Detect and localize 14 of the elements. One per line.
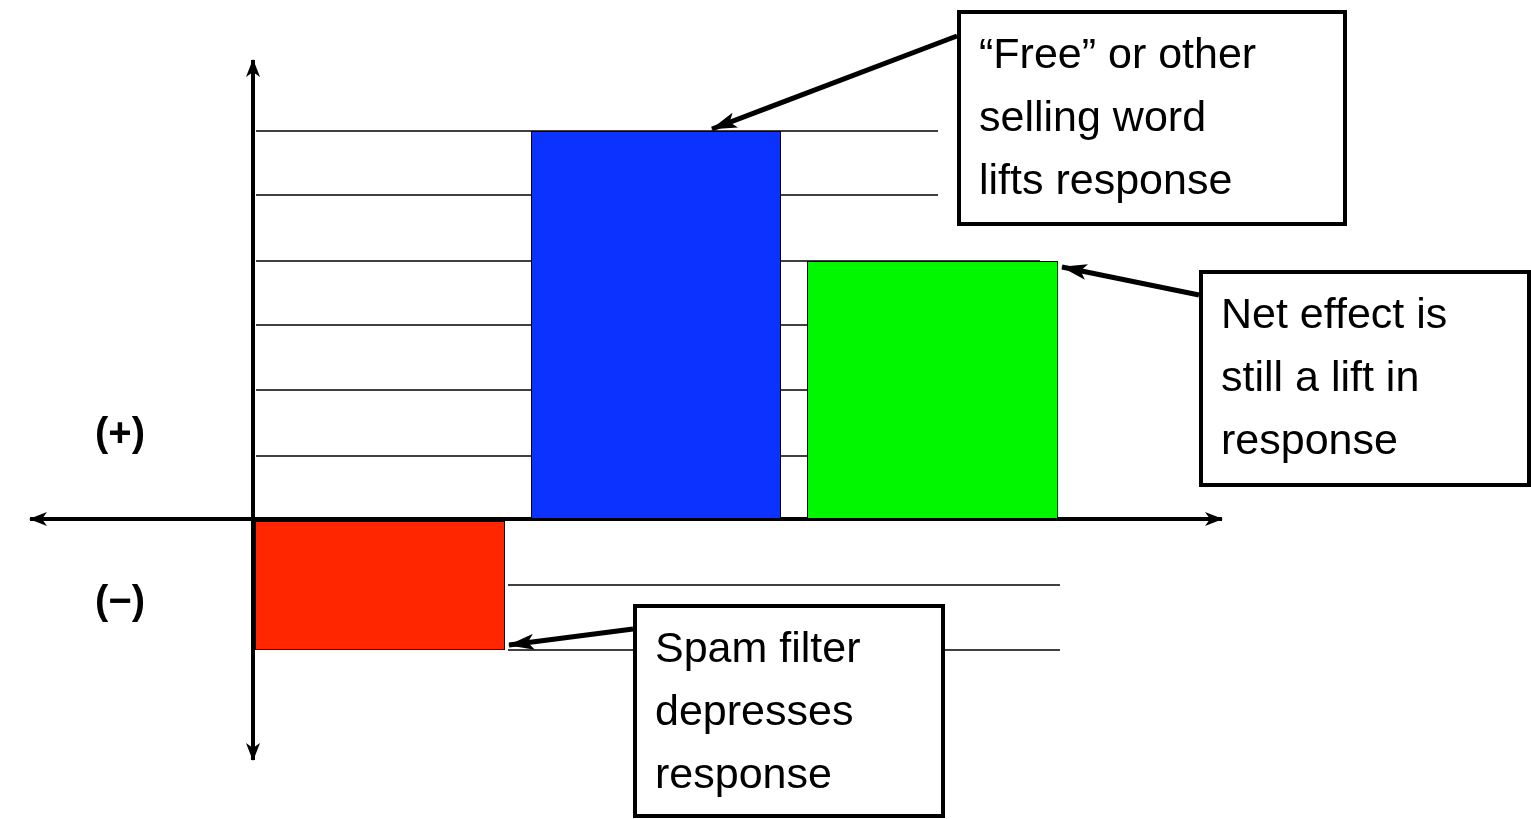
callout-text: “Free” or other selling word lifts response: [979, 28, 1258, 205]
callout-text: Net effect is still a lift in response: [1221, 288, 1449, 465]
leader-line: [1061, 264, 1200, 298]
callout-box: [1199, 270, 1531, 487]
chart-bar: [531, 131, 781, 519]
axis-label: (−): [95, 578, 145, 623]
callout-text: Spam filter depresses response: [655, 622, 862, 799]
callout-box: [957, 10, 1347, 226]
axis-label: (+): [95, 410, 145, 455]
leader-line: [508, 626, 634, 650]
callout-box: [633, 604, 945, 818]
leader-line: [711, 33, 958, 132]
chart-bar: [255, 521, 505, 650]
chart-bar: [807, 261, 1058, 519]
